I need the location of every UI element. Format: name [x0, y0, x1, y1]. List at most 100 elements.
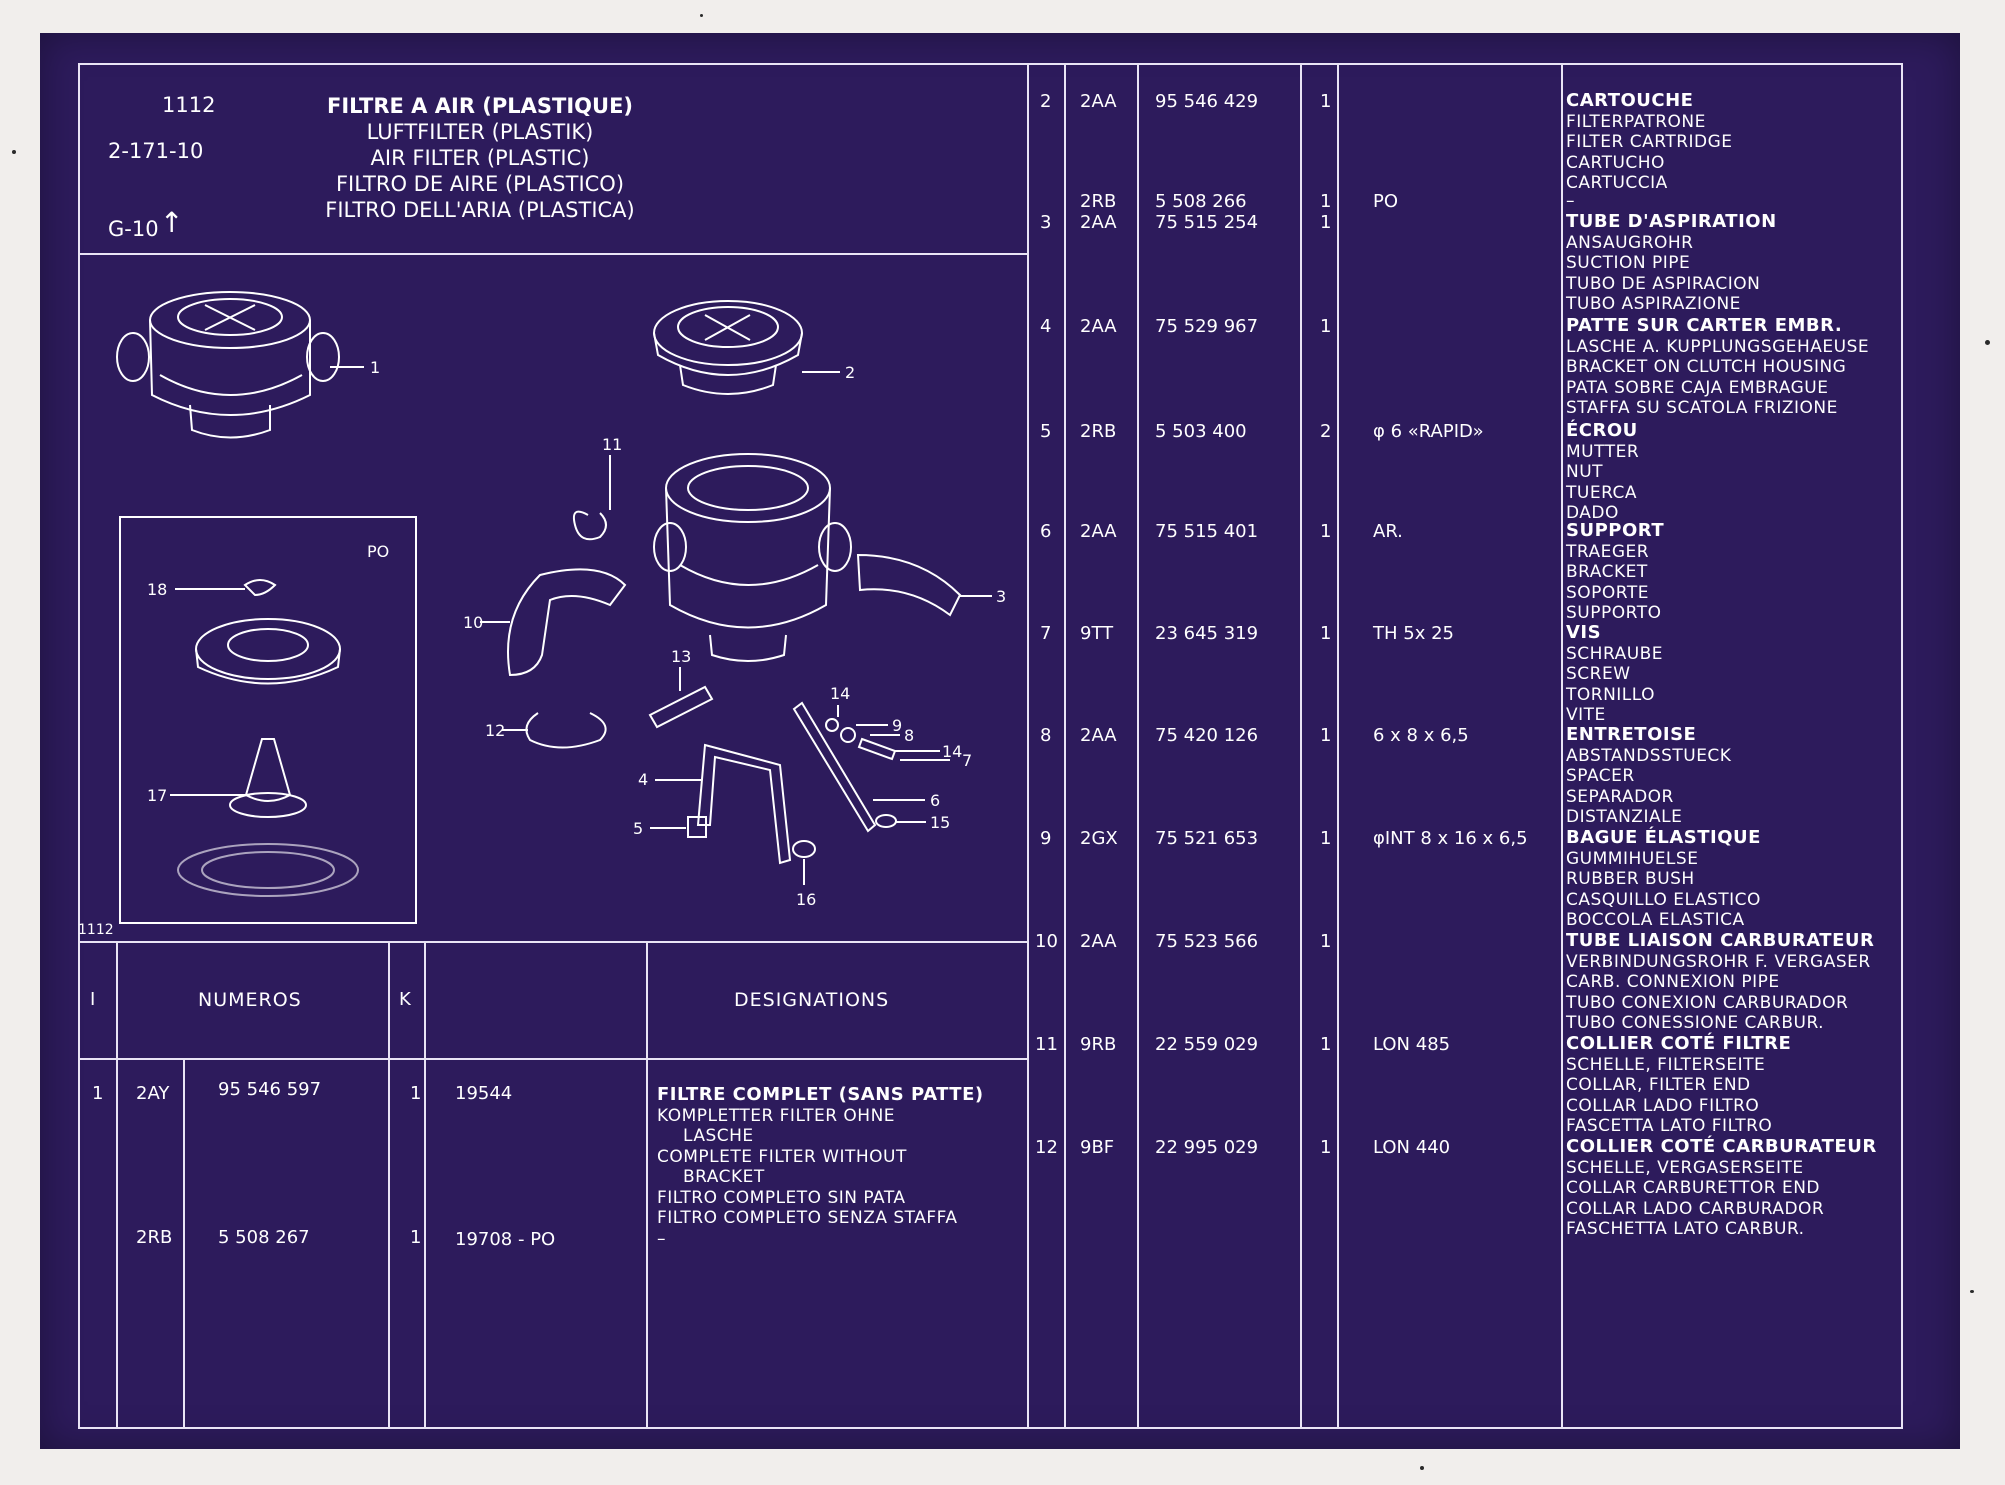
lower-col-line-1 [116, 941, 118, 1427]
lower-header-k: K [399, 989, 411, 1010]
part-qty: 1 [1320, 725, 1332, 746]
callout-12: 12 [485, 721, 505, 740]
part-name-primary: COLLIER COTÉ FILTRE [1566, 1033, 1792, 1054]
part-name-translation: CARB. CONNEXION PIPE [1566, 972, 1780, 992]
callout-1: 1 [370, 358, 380, 377]
part-ref: 11 [1035, 1034, 1058, 1055]
part-note: 6 x 8 x 6,5 [1373, 725, 1469, 746]
part-code: 9RB [1080, 1034, 1117, 1055]
lower-col-line-4 [424, 941, 426, 1427]
part-name-primary: PATTE SUR CARTER EMBR. [1566, 315, 1843, 336]
part-name-translation: PATA SOBRE CAJA EMBRAGUE [1566, 377, 1829, 398]
callout-7: 7 [962, 751, 972, 770]
callout-9: 9 [892, 716, 902, 735]
lower-header-numeros: NUMEROS [198, 989, 302, 1011]
callout-14a: 14 [830, 684, 850, 703]
part-name-translation: TUERCA [1566, 482, 1638, 503]
part-number: 22 995 029 [1155, 1137, 1259, 1158]
part-name-translation: TORNILLO [1566, 684, 1656, 705]
dust-speck [700, 14, 703, 17]
callout-2: 2 [845, 363, 855, 382]
part-name-translation: SUCTION PIPE [1566, 253, 1691, 273]
rubber-bush-drawing [648, 685, 714, 729]
part-ref: 10 [1035, 931, 1058, 952]
part-number: 75 523 566 [1155, 931, 1259, 952]
lower-entry-2-qty: 1 [410, 1227, 422, 1248]
callout-5: 5 [633, 819, 643, 838]
part-name-translation: TUBO CONESSIONE CARBUR. [1566, 1013, 1825, 1033]
part-code: 9BF [1080, 1137, 1115, 1158]
lower-row-ref: 1 [92, 1083, 104, 1104]
part-name-primary: TUBE D'ASPIRATION [1566, 211, 1777, 232]
callout-16: 16 [796, 890, 816, 909]
lower-designation-line: KOMPLETTER FILTER OHNE [657, 1105, 896, 1126]
part-name-primary: COLLIER COTÉ CARBURATEUR [1566, 1136, 1877, 1157]
part-code: 2RB [1080, 421, 1117, 442]
collar-drawing [525, 712, 607, 749]
part-ref: 5 [1040, 421, 1052, 442]
header-ref: 2-171-10 [108, 139, 204, 163]
part-qty: 1 [1320, 316, 1332, 337]
lower-designation-bold: FILTRE COMPLET (SANS PATTE) [657, 1084, 984, 1105]
lower-designation-line: FILTRO COMPLETO SENZA STAFFA [657, 1208, 958, 1228]
col-line-number [1137, 63, 1139, 1429]
part-ref: 7 [1040, 623, 1052, 644]
col-line-designation [1561, 63, 1563, 1429]
lower-designation: FILTRE COMPLET (SANS PATTE) KOMPLETTER F… [657, 1084, 984, 1249]
col-line-qty [1300, 63, 1302, 1429]
part-name-translation: STAFFA SU SCATOLA FRIZIONE [1566, 398, 1838, 418]
part-name-translation: BOCCOLA ELASTICA [1566, 910, 1745, 930]
part-designation: – [1566, 191, 1575, 212]
part-name-translation: CARTUCCIA [1566, 173, 1668, 193]
part-name-translation: SCHELLE, FILTERSEITE [1566, 1054, 1766, 1075]
nut-drawing [687, 816, 707, 838]
lower-designation-line: BRACKET [683, 1167, 765, 1187]
part-name-translation: SCHELLE, VERGASERSEITE [1566, 1157, 1804, 1178]
part-ref: 4 [1040, 316, 1052, 337]
col-line-note [1337, 63, 1339, 1429]
callout-17: 17 [147, 786, 167, 805]
callout-4: 4 [638, 770, 648, 789]
lower-entry-2-code: 2RB [136, 1227, 173, 1248]
lower-designation-line: – [657, 1228, 666, 1249]
cartridge-drawing [653, 300, 803, 395]
part-name-primary: ÉCROU [1566, 420, 1638, 441]
part-name-translation: LASCHE A. KUPPLUNGSGEHAEUSE [1566, 336, 1870, 357]
dust-speck [1420, 1466, 1424, 1470]
part-name-translation: FASCETTA LATO FILTRO [1566, 1116, 1773, 1136]
part-name-translation: TUBO CONEXION CARBURADOR [1566, 992, 1849, 1013]
title-es: FILTRO DE AIRE (PLASTICO) [335, 172, 625, 196]
bracket-drawing [696, 743, 792, 865]
header-titles: FILTRE A AIR (PLASTIQUE) LUFTFILTER (PLA… [290, 93, 670, 223]
exploded-view-diagram: 1 2 3 4 5 6 7 8 9 10 11 12 13 14 14 15 1… [116, 291, 1006, 924]
part-number: 75 420 126 [1155, 725, 1259, 746]
part-ref: 2 [1040, 91, 1052, 112]
dust-speck [1970, 1290, 1974, 1293]
part-name-translation: COLLAR CARBURETTOR END [1566, 1178, 1821, 1198]
part-name-translation: RUBBER BUSH [1566, 869, 1695, 889]
part-code: 2RB [1080, 191, 1117, 212]
part-name-primary: – [1566, 191, 1575, 211]
support-drawing [792, 701, 877, 833]
part-name-primary: VIS [1566, 622, 1602, 643]
part-name-translation: ANSAUGROHR [1566, 232, 1694, 253]
part-number: 23 645 319 [1155, 623, 1259, 644]
arrow-up-icon: ↑ [160, 206, 184, 239]
part-name-translation: DISTANZIALE [1566, 807, 1683, 827]
lower-entry-1-qty: 1 [410, 1083, 422, 1104]
callout-14b: 14 [942, 742, 962, 761]
lower-col-line-3 [388, 941, 390, 1427]
part-number: 5 508 266 [1155, 191, 1247, 212]
part-qty: 2 [1320, 421, 1332, 442]
part-ref: 6 [1040, 521, 1052, 542]
callout-3: 3 [996, 587, 1006, 606]
part-name-translation: TUBO ASPIRAZIONE [1566, 294, 1741, 314]
diagram-footer-code: 1112 [78, 922, 114, 938]
